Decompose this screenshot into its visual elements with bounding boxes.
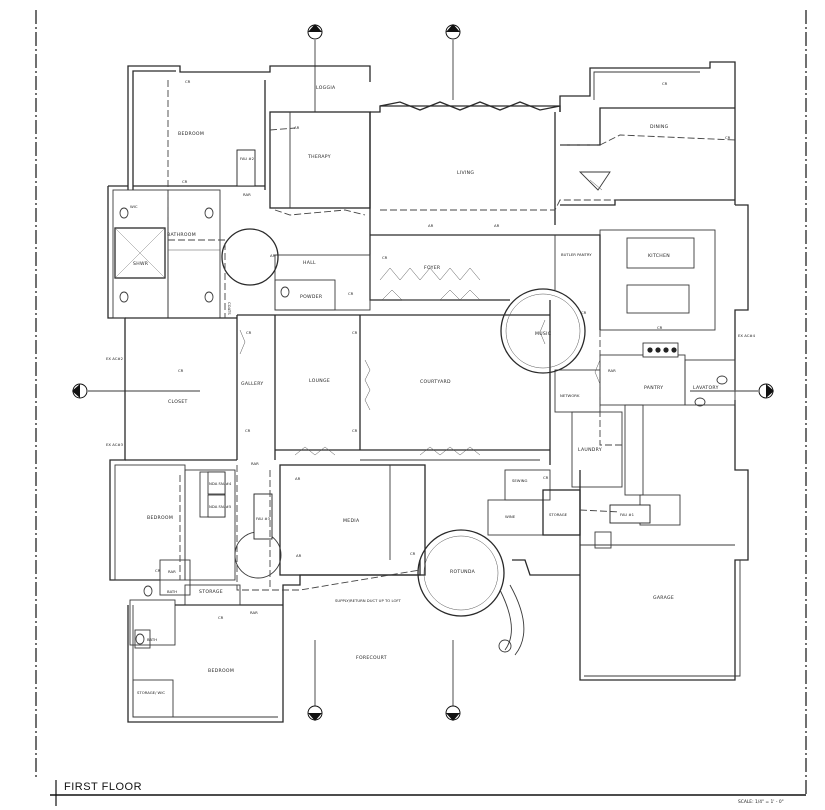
cr-marker: CR <box>725 135 731 140</box>
notes: SUPPLY/RETURN DUCT UP TO LOFT <box>335 598 402 603</box>
room-closet: CLOSET <box>168 399 188 405</box>
nda-fau4-label: NDA FAU#4 <box>209 481 232 486</box>
room-shwr: SHWR <box>133 261 149 267</box>
wic-label: WIC <box>130 204 138 209</box>
register-markers: CR CR CR CR CR CR CR CR CR CR CR CR CR C… <box>155 79 731 620</box>
ar-marker: AR <box>270 253 276 258</box>
room-coats: COATS <box>227 302 232 315</box>
cr-marker: CR <box>246 330 252 335</box>
room-music: MUSIC <box>535 331 551 337</box>
sheet-border <box>35 10 807 806</box>
room-living: LIVING <box>457 170 474 176</box>
exterior-walls <box>107 61 749 723</box>
fau2-label: FAU #2 <box>240 156 255 161</box>
toilet-icons <box>119 207 728 645</box>
rar-marker: RAR <box>250 610 258 615</box>
room-loggia: LOGGIA <box>316 85 336 91</box>
cr-marker: CR <box>662 81 668 86</box>
room-kitchen: KITCHEN <box>648 253 670 259</box>
section-marker-top-left <box>307 24 323 112</box>
rar-marker: RAR <box>251 461 259 466</box>
cr-marker: CR <box>218 615 224 620</box>
room-bedroom-s: BEDROOM <box>208 668 234 674</box>
room-pantry: PANTRY <box>644 385 663 391</box>
room-labels: LOGGIA BEDROOM THERAPY LIVING DINING BAT… <box>133 85 719 695</box>
room-lavatory: LAVATORY <box>693 385 719 391</box>
room-media: MEDIA <box>343 518 360 524</box>
circular-rooms <box>221 228 586 656</box>
cr-marker: CR <box>185 79 191 84</box>
ar-marker: AR <box>428 223 434 228</box>
section-marker-left <box>72 383 200 399</box>
rar-marker: RAR <box>168 569 176 574</box>
room-bath-s: BATH <box>147 637 157 642</box>
supply-return-note: SUPPLY/RETURN DUCT UP TO LOFT <box>335 598 402 603</box>
cr-marker: CR <box>657 325 663 330</box>
ar-marker: AR <box>295 476 301 481</box>
room-powder: POWDER <box>300 294 323 300</box>
range-icon <box>642 342 679 358</box>
ex-ac4-label: EX AC#4 <box>738 333 756 338</box>
cr-marker: CR <box>410 551 416 556</box>
room-garage: GARAGE <box>653 595 674 601</box>
section-marker-bottom-left <box>307 640 323 721</box>
room-forecourt: FORECOURT <box>356 655 387 661</box>
room-storage-mid: STORAGE <box>549 512 568 517</box>
room-dining: DINING <box>650 124 669 130</box>
cr-marker: CR <box>155 568 161 573</box>
title-block: FIRST FLOOR SCALE: 1/4" = 1' - 0" <box>64 781 784 805</box>
duct-lines <box>167 80 736 591</box>
room-bathroom: BATHROOM <box>167 232 196 238</box>
section-marker-bottom-right <box>445 640 461 721</box>
room-sewing: SEWING <box>512 478 528 483</box>
room-laundry: LAUNDRY <box>578 447 602 453</box>
room-bath-sw: BATH <box>167 589 177 594</box>
nda-fau5-label: NDA FAU#5 <box>209 504 232 509</box>
ar-marker: AR <box>494 223 500 228</box>
room-bedroom-w: BEDROOM <box>147 515 173 521</box>
room-therapy: THERAPY <box>307 154 331 160</box>
openings <box>239 171 611 456</box>
cr-marker: CR <box>178 368 184 373</box>
ex-ac2-label: EX AC#2 <box>106 356 124 361</box>
cr-marker: CR <box>348 291 354 296</box>
section-marker-right <box>690 383 774 399</box>
rar-marker: RAR <box>243 192 251 197</box>
room-storage-sw: STORAGE <box>199 589 223 595</box>
fau3-label: FAU #3 <box>256 516 271 521</box>
scale-note: SCALE: 1/4" = 1' - 0" <box>738 799 784 805</box>
room-storage-wic: STORAGE/ WIC <box>137 690 165 695</box>
section-marker-top-right <box>445 24 461 100</box>
ar-marker: AR <box>294 125 300 130</box>
cr-marker: CR <box>543 475 549 480</box>
room-rotunda: ROTUNDA <box>450 569 476 575</box>
cr-marker: CR <box>352 330 358 335</box>
room-butler-pantry: BUTLER PANTRY <box>561 252 592 257</box>
interior-walls <box>112 80 736 718</box>
cr-marker: CR <box>581 310 587 315</box>
room-lounge: LOUNGE <box>309 378 330 384</box>
ex-ac3-label: EX AC#3 <box>106 442 124 447</box>
ar-marker: AR <box>296 553 302 558</box>
equipment-labels: FAU #2 FAU #3 FAU #1 NDA FAU#4 NDA FAU#5… <box>106 156 756 521</box>
room-foyer: FOYER <box>424 265 441 271</box>
cr-marker: CR <box>245 428 251 433</box>
sheet-title: FIRST FLOOR <box>64 781 142 793</box>
room-network: NETWORK <box>560 393 580 398</box>
room-gallery: GALLERY <box>241 381 264 387</box>
rar-marker: RAR <box>608 368 616 373</box>
room-wine: WINE <box>505 514 516 519</box>
cr-marker: CR <box>382 255 388 260</box>
fau-units <box>207 149 651 540</box>
room-hall: HALL <box>303 260 316 266</box>
fau1-label: FAU #1 <box>620 512 635 517</box>
cr-marker: CR <box>352 428 358 433</box>
room-courtyard: COURTYARD <box>420 379 451 385</box>
room-bedroom-nw: BEDROOM <box>178 131 204 137</box>
cr-marker: CR <box>182 179 188 184</box>
